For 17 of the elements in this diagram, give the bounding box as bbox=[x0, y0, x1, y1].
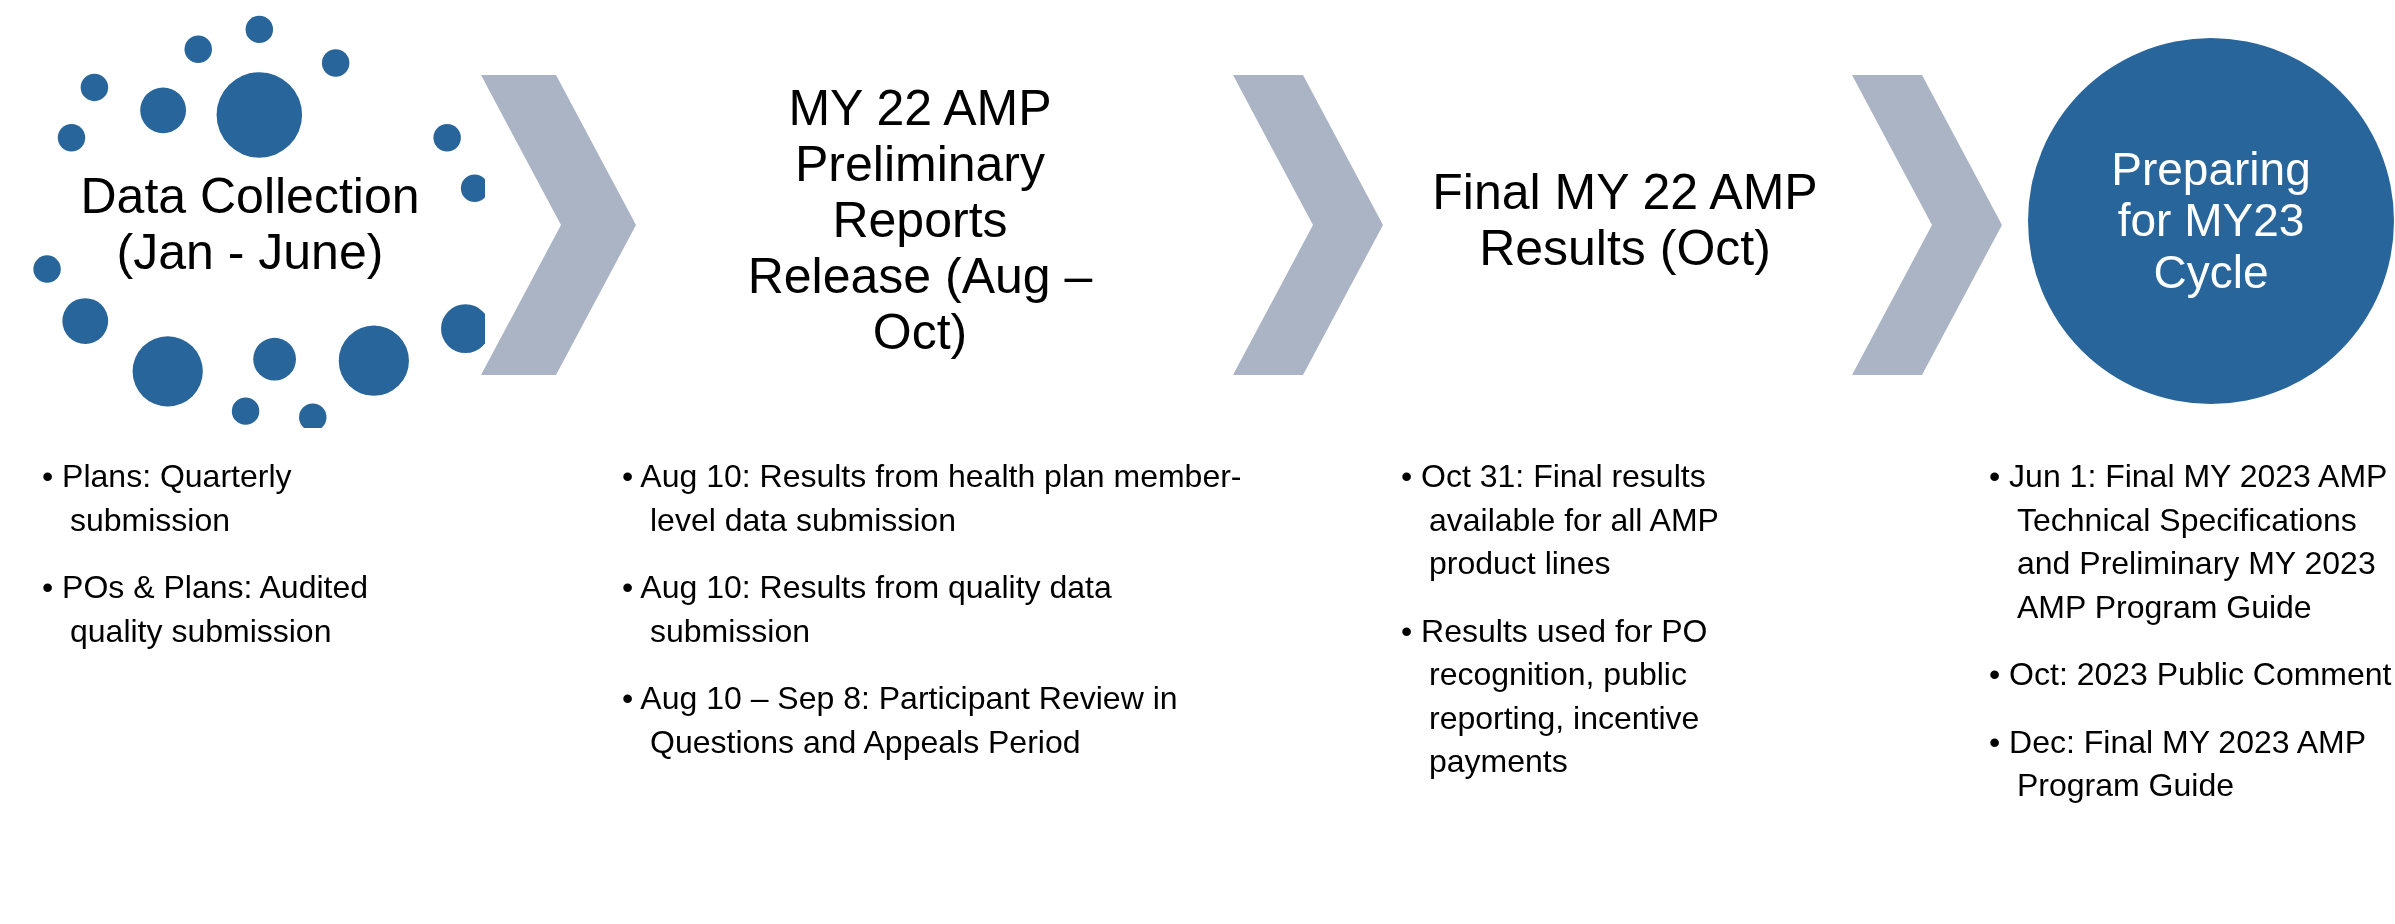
chevron-arrow bbox=[1233, 75, 1383, 375]
bullet-text: • Aug 10 – Sep 8: Participant Review in Questions and Appeals Period bbox=[622, 679, 1179, 762]
bullet-text: • Plans: Quarterly submission bbox=[42, 457, 293, 540]
bullet-text: • Aug 10: Results from quality data submission bbox=[622, 568, 1113, 651]
stage-title: MY 22 AMP Preliminary Reports Release (Aug – Oct) bbox=[746, 80, 1094, 360]
stage-title: Preparing for MY23 Cycle bbox=[2110, 143, 2312, 299]
bullet-text: • Aug 10: Results from health plan member-level data submission bbox=[622, 457, 1242, 540]
bullet-text: • Results used for PO recognition, public reporting, incentive payments bbox=[1401, 611, 1709, 782]
bullet-text: • Oct 31: Final results available for all AMP product lines bbox=[1401, 457, 1720, 584]
bullet-text: • POs & Plans: Audited quality submission bbox=[42, 568, 370, 651]
stage-title: Final MY 22 AMP Results (Oct) bbox=[1431, 164, 1819, 276]
stage-title: Data Collection (Jan - June) bbox=[79, 168, 421, 280]
chevron-arrow bbox=[481, 75, 636, 375]
bullet-text: • Jun 1: Final MY 2023 AMP Technical Specifications and Preliminary MY 2023 AMP Program Guide bbox=[1989, 457, 2388, 627]
bullet-text: • Dec: Final MY 2023 AMP Program Guide bbox=[1989, 722, 2367, 806]
bullet-text: • Oct: 2023 Public Comment bbox=[1989, 655, 2393, 695]
chevron-arrow bbox=[1852, 75, 2002, 375]
